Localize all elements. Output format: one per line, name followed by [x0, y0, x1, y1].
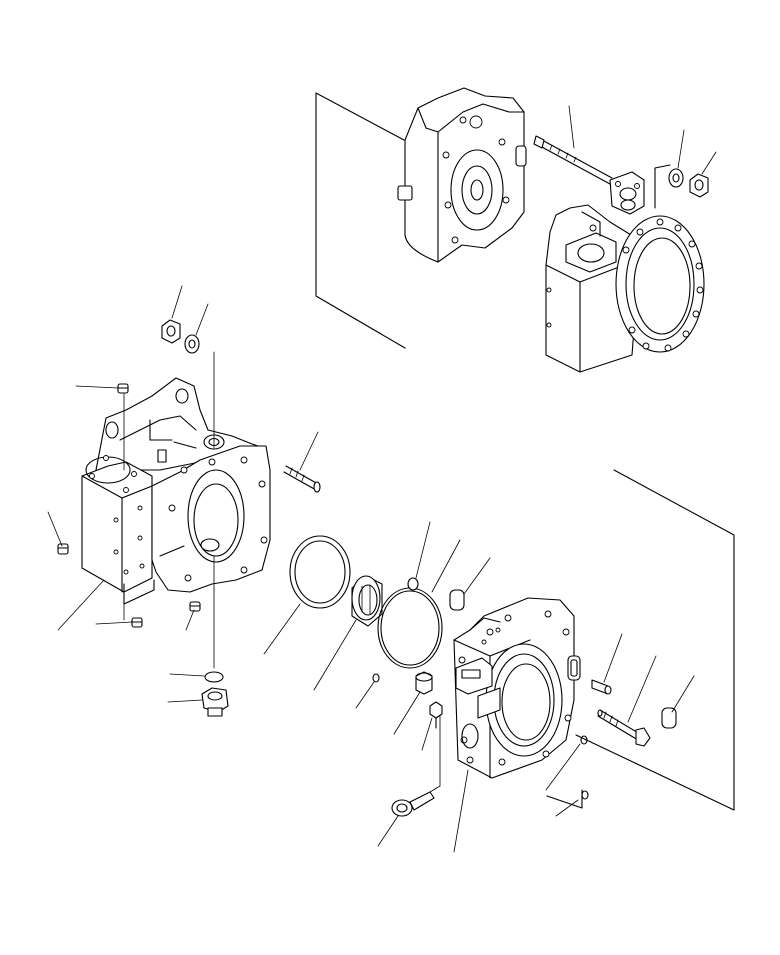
left-plug-side: [57, 543, 69, 555]
left-washer: [184, 334, 200, 354]
top-nut: [689, 173, 709, 198]
left-plug-bottom: [131, 617, 143, 628]
eye-bolt: [391, 791, 435, 817]
lower-pin-boundary: [546, 789, 583, 809]
lower-dowel: [591, 679, 612, 695]
small-seal: [407, 577, 419, 591]
lower-tie-lines: [429, 715, 441, 793]
top-cover-plate: [397, 87, 527, 263]
leader-lines: [47, 105, 717, 853]
top-washer-nut-boundary: [654, 164, 671, 209]
left-stud-bolt: [283, 465, 321, 493]
top-washer: [668, 168, 684, 188]
top-group-boundary: [315, 92, 406, 349]
large-snap-ring: [289, 535, 351, 609]
top-housing: [545, 171, 705, 373]
needle-bearing: [351, 575, 383, 627]
lower-group-boundary: [575, 469, 735, 811]
left-valve-body: [81, 377, 271, 605]
hex-fitting: [201, 687, 229, 717]
small-o-ring: [204, 671, 224, 683]
lower-seal-pad: [661, 707, 677, 729]
top-long-bolt: [533, 135, 613, 185]
lower-housing: [453, 597, 581, 779]
lower-small-pin-b: [581, 790, 589, 800]
tiny-pin: [372, 673, 380, 683]
lower-long-bolt: [597, 709, 651, 747]
left-nut: [161, 319, 181, 344]
large-o-ring: [377, 587, 443, 669]
vertical-tie-line: [123, 351, 215, 669]
lower-screw: [429, 701, 443, 729]
dowel-pin: [415, 671, 433, 695]
seal-pad: [449, 589, 465, 611]
left-plug-top: [117, 383, 129, 394]
left-plug-bottom-right: [189, 601, 201, 612]
